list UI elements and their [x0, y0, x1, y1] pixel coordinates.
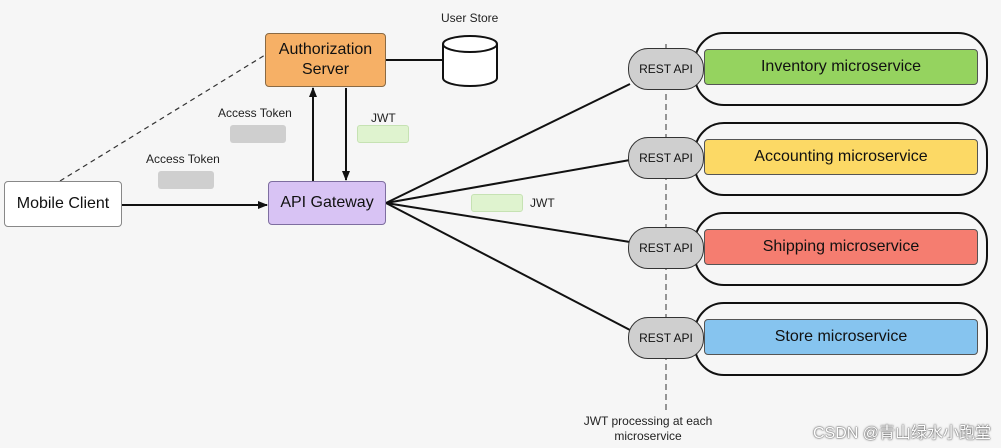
- api-gateway-node: API Gateway: [268, 181, 386, 225]
- accounting-rest-api: REST API: [628, 137, 704, 179]
- user-store-cylinder: [442, 35, 498, 87]
- access-token-placeholder-upper: [230, 125, 286, 143]
- authorization-server-node: Authorization Server: [265, 33, 386, 87]
- jwt-placeholder-right: [471, 194, 523, 212]
- gateway-to-store-line: [385, 202, 631, 331]
- jwt-label-right: JWT: [530, 196, 555, 210]
- access-token-label-lower: Access Token: [146, 152, 220, 166]
- jwt-label-upper: JWT: [371, 111, 396, 125]
- access-token-label-upper: Access Token: [218, 106, 292, 120]
- shipping-microservice: Shipping microservice: [704, 229, 978, 265]
- access-token-placeholder-lower: [158, 171, 214, 189]
- inventory-rest-api: REST API: [628, 48, 704, 90]
- gateway-to-inventory-line: [385, 83, 631, 204]
- accounting-microservice: Accounting microservice: [704, 139, 978, 175]
- store-microservice: Store microservice: [704, 319, 978, 355]
- user-store-label: User Store: [441, 11, 499, 25]
- gateway-to-accounting-line: [385, 159, 631, 204]
- store-rest-api: REST API: [628, 317, 704, 359]
- gateway-to-shipping-line: [385, 202, 631, 243]
- mobile-client-node: Mobile Client: [4, 181, 122, 227]
- shipping-rest-api: REST API: [628, 227, 704, 269]
- jwt-processing-note: JWT processing at each microservice: [583, 414, 713, 443]
- csdn-watermark: CSDN @青山绿水小跑堂: [812, 425, 991, 442]
- dashed-client-auth-link: [59, 54, 266, 182]
- inventory-microservice: Inventory microservice: [704, 49, 978, 85]
- jwt-placeholder-upper: [357, 125, 409, 143]
